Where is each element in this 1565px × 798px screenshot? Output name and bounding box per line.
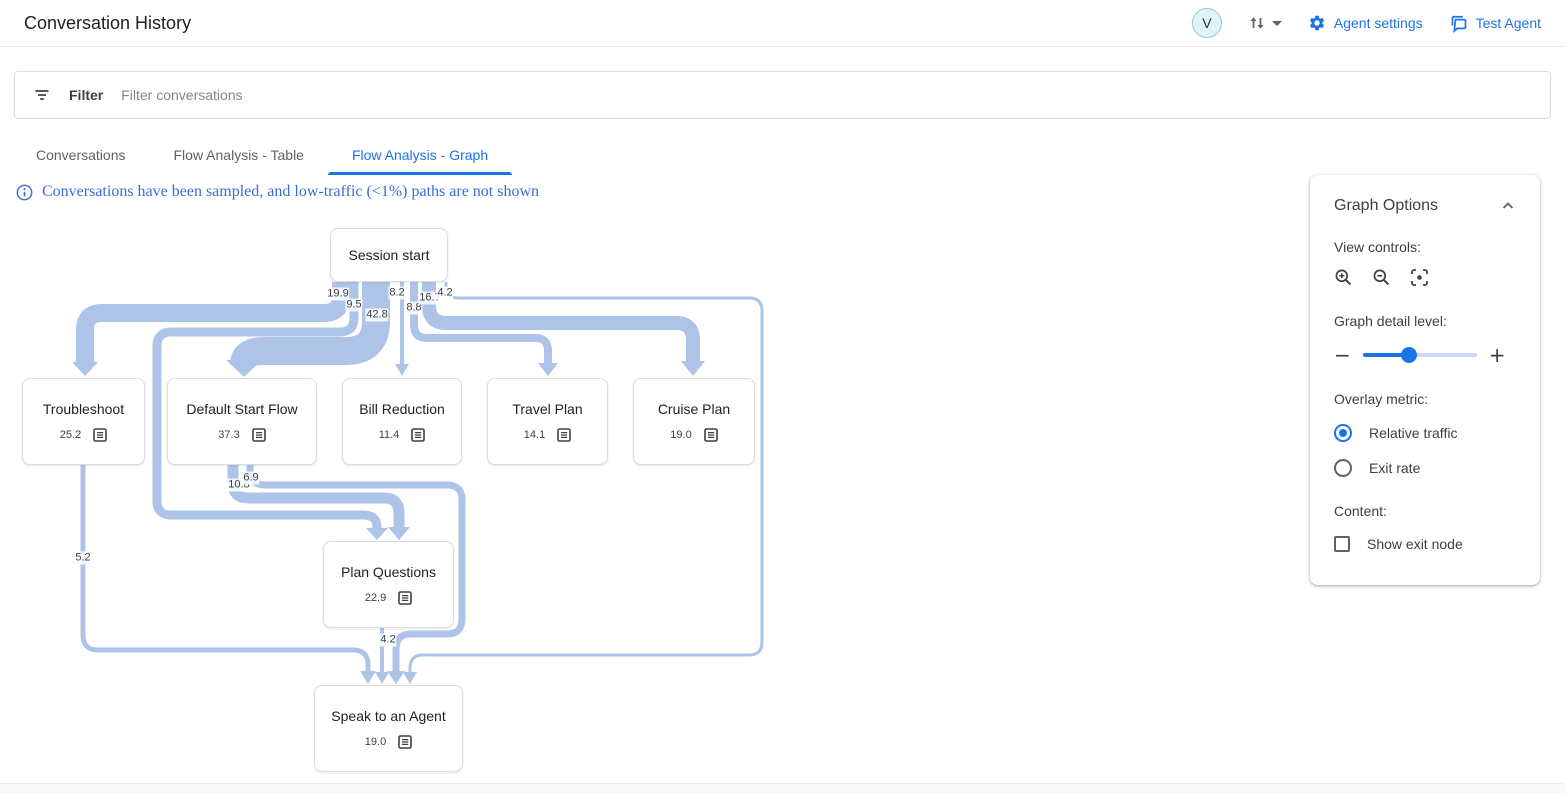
test-agent-label: Test Agent <box>1475 15 1541 31</box>
center-focus-icon[interactable] <box>1410 268 1429 287</box>
detail-increase-button[interactable]: + <box>1488 343 1506 367</box>
node-label: Default Start Flow <box>186 401 298 417</box>
detail-slider[interactable] <box>1362 347 1477 363</box>
node-speak-to-an-agent[interactable]: Speak to an Agent 19.0 <box>314 685 463 772</box>
radio-unselected-icon <box>1334 459 1352 477</box>
filter-bar[interactable]: Filter Filter conversations <box>14 71 1551 119</box>
details-icon[interactable] <box>398 591 413 605</box>
node-label: Cruise Plan <box>657 401 731 417</box>
details-icon[interactable] <box>557 428 572 442</box>
sampling-notice: Conversations have been sampled, and low… <box>16 183 539 201</box>
node-label: Speak to an Agent <box>331 708 446 724</box>
slider-fill <box>1362 353 1409 357</box>
agent-settings-label: Agent settings <box>1333 15 1423 31</box>
avatar[interactable]: V <box>1191 8 1222 38</box>
radio-label: Exit rate <box>1369 460 1421 476</box>
zoom-out-icon[interactable] <box>1372 268 1391 287</box>
chevron-down-icon <box>1271 20 1282 26</box>
sampling-notice-text: Conversations have been sampled, and low… <box>42 183 540 200</box>
edge-label: 8.2 <box>388 286 406 300</box>
view-controls-label: View controls: <box>1334 239 1421 255</box>
node-label: Plan Questions <box>341 564 436 580</box>
test-agent-button[interactable]: Test Agent <box>1449 14 1541 33</box>
edge-label: 9.5 <box>345 298 363 312</box>
sort-arrows-icon <box>1250 17 1264 29</box>
node-label: Travel Plan <box>512 401 583 417</box>
overlay-metric-label: Overlay metric: <box>1334 391 1429 407</box>
graph-options-panel: Graph Options View controls: Graph det <box>1310 175 1540 585</box>
graph-options-title: Graph Options <box>1334 197 1439 214</box>
zoom-in-icon[interactable] <box>1334 268 1353 287</box>
radio-label: Relative traffic <box>1369 425 1458 441</box>
content-label: Content: <box>1334 503 1387 519</box>
node-value: 25.2 <box>59 429 82 441</box>
node-travel-plan[interactable]: Travel Plan 14.1 <box>487 378 608 465</box>
edge-label: 4.2 <box>379 633 397 647</box>
tab-flow-analysis-graph[interactable]: Flow Analysis - Graph <box>327 135 513 175</box>
edge-label: 16.7 <box>418 291 442 305</box>
filter-label: Filter <box>69 87 104 103</box>
edge-label: 19.9 <box>326 287 350 301</box>
radio-exit-rate[interactable]: Exit rate <box>1334 459 1516 477</box>
chat-icon <box>1451 15 1466 33</box>
node-bill-reduction[interactable]: Bill Reduction 11.4 <box>342 378 462 465</box>
sort-order-button[interactable] <box>1248 14 1282 32</box>
agent-settings-button[interactable]: Agent settings <box>1308 14 1423 32</box>
node-cruise-plan[interactable]: Cruise Plan 19.0 <box>633 378 755 465</box>
node-default-start-flow[interactable]: Default Start Flow 37.3 <box>167 378 317 465</box>
edge-label: 42.8 <box>365 308 389 322</box>
avatar-initial: V <box>1202 15 1212 31</box>
node-plan-questions[interactable]: Plan Questions 22.9 <box>323 541 454 628</box>
details-icon[interactable] <box>251 428 266 442</box>
details-icon[interactable] <box>93 428 108 442</box>
node-value: 37.3 <box>218 429 240 441</box>
edge-label: 4.2 <box>436 286 454 300</box>
edge-label: 8.8 <box>405 301 423 315</box>
details-icon[interactable] <box>398 735 413 749</box>
details-icon[interactable] <box>703 428 718 442</box>
radio-selected-icon <box>1334 424 1352 442</box>
slider-thumb[interactable] <box>1400 347 1417 363</box>
tab-flow-analysis-table[interactable]: Flow Analysis - Table <box>173 147 304 163</box>
flow-graph-stage: Conversations have been sampled, and low… <box>0 175 1565 793</box>
node-value: 22.9 <box>364 592 387 604</box>
filter-input[interactable]: Filter conversations <box>121 87 243 103</box>
node-troubleshoot[interactable]: Troubleshoot 25.2 <box>22 378 145 465</box>
node-value: 14.1 <box>523 429 546 441</box>
edge-label: 6.9 <box>242 471 260 485</box>
node-value: 19.0 <box>364 736 387 748</box>
node-value: 19.0 <box>670 429 692 441</box>
node-session-start[interactable]: Session start <box>330 228 448 282</box>
top-bar: Conversation History V Agent settings <box>0 0 1565 47</box>
details-icon[interactable] <box>411 428 426 442</box>
filter-icon <box>35 90 49 100</box>
edge-label: 5.2 <box>74 551 92 565</box>
checkbox-show-exit-node[interactable]: Show exit node <box>1334 536 1516 552</box>
chevron-up-icon[interactable] <box>1500 198 1516 214</box>
graph-detail-label: Graph detail level: <box>1334 313 1447 329</box>
gear-icon <box>1309 15 1324 31</box>
node-label: Bill Reduction <box>359 401 445 417</box>
node-label: Troubleshoot <box>42 401 125 417</box>
tab-bar: Conversations Flow Analysis - Table Flow… <box>12 135 1565 175</box>
bottom-scroll-strip <box>0 783 1565 793</box>
checkbox-icon <box>1334 536 1350 552</box>
checkbox-label: Show exit node <box>1367 536 1463 552</box>
detail-decrease-button[interactable]: − <box>1334 343 1351 367</box>
node-value: 11.4 <box>378 429 400 441</box>
page-title: Conversation History <box>24 12 192 33</box>
node-label: Session start <box>348 247 430 263</box>
info-icon <box>16 184 33 200</box>
radio-relative-traffic[interactable]: Relative traffic <box>1334 424 1516 442</box>
tab-conversations[interactable]: Conversations <box>36 147 126 163</box>
